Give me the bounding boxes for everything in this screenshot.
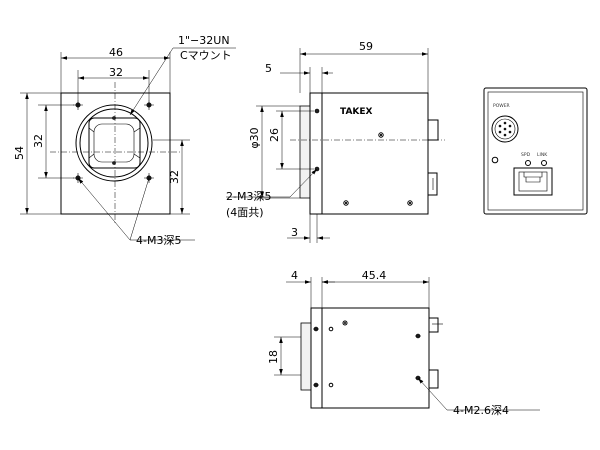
front-view-body bbox=[60, 92, 171, 215]
rear-connector-upper bbox=[427, 119, 439, 141]
side-tapped-hole-label: 2-M3深5 bbox=[226, 190, 271, 203]
mount-marker-bottom bbox=[112, 161, 116, 165]
rear-view-body bbox=[483, 87, 588, 215]
side-length-label: 59 bbox=[359, 40, 373, 53]
rear-connector-lower bbox=[427, 172, 438, 196]
front-hole-pitch-left-label: 32 bbox=[32, 134, 45, 148]
bottom-tapped-hole-leader bbox=[417, 377, 448, 411]
side-view: TAKEX 59 5 φ30 26 bbox=[226, 40, 445, 243]
bottom-connector-upper bbox=[428, 317, 439, 333]
bottom-length-label: 45.4 bbox=[362, 269, 387, 282]
side-tapped-hole-leader bbox=[289, 168, 318, 198]
spd-led bbox=[525, 160, 531, 166]
mount-marker-top bbox=[112, 116, 116, 120]
ethernet-port bbox=[513, 167, 553, 196]
front-tapped-hole-leader-vertical bbox=[129, 177, 150, 241]
front-hole-pitch-top-label: 32 bbox=[109, 66, 123, 79]
power-label: POWER bbox=[493, 103, 510, 109]
front-height-label: 54 bbox=[13, 146, 26, 160]
bottom-view-flange bbox=[310, 307, 323, 409]
bottom-view: 4 45.4 18 4-M2.6深4 bbox=[267, 269, 540, 417]
sensor-window-corners bbox=[88, 127, 141, 159]
power-connector-pins bbox=[498, 121, 512, 137]
mount-thread-label: 1"−32UN bbox=[178, 34, 230, 47]
power-connector bbox=[491, 115, 519, 143]
bottom-view-lens-boss bbox=[300, 322, 312, 391]
status-led bbox=[491, 156, 499, 164]
side-offset-label: 3 bbox=[291, 226, 298, 239]
side-view-lens-boss bbox=[299, 105, 311, 199]
mount-type-label: Cマウント bbox=[180, 49, 232, 62]
ethernet-port-contacts bbox=[523, 172, 543, 183]
bottom-flange-label: 4 bbox=[291, 269, 298, 282]
bottom-tapped-hole-label: 4-M2.6深4 bbox=[453, 404, 509, 417]
bottom-hole-pitch-label: 18 bbox=[267, 350, 280, 364]
link-led bbox=[541, 160, 547, 166]
rear-view: POWER SPD LINK bbox=[483, 87, 588, 215]
front-hole-pitch-right-label: 32 bbox=[168, 170, 181, 184]
front-tapped-hole-leader bbox=[77, 177, 131, 241]
side-diameter-label: φ30 bbox=[248, 127, 261, 148]
rear-view-inner-frame bbox=[487, 91, 584, 211]
lens-mount-outer-ring bbox=[75, 104, 153, 182]
mount-leader-line bbox=[129, 47, 174, 116]
bottom-view-body bbox=[321, 307, 430, 409]
lens-mount-inner-ring bbox=[79, 108, 149, 178]
link-label: LINK bbox=[537, 152, 548, 158]
front-width-label: 46 bbox=[109, 46, 123, 59]
front-tapped-hole-label: 4-M3深5 bbox=[136, 234, 181, 247]
side-flange-label: 5 bbox=[265, 62, 272, 75]
spd-label: SPD bbox=[521, 152, 531, 158]
front-view: 46 32 54 32 32 1"−32UN Cマウント 4-M3深5 bbox=[13, 34, 236, 247]
brand-logo: TAKEX bbox=[340, 107, 373, 117]
side-hole-pitch-label: 26 bbox=[268, 128, 281, 142]
side-view-body bbox=[321, 92, 429, 215]
bottom-connector-lower bbox=[428, 369, 439, 389]
bottom-holes bbox=[313, 320, 421, 388]
side-tapped-hole-note: (4面共) bbox=[226, 206, 264, 219]
